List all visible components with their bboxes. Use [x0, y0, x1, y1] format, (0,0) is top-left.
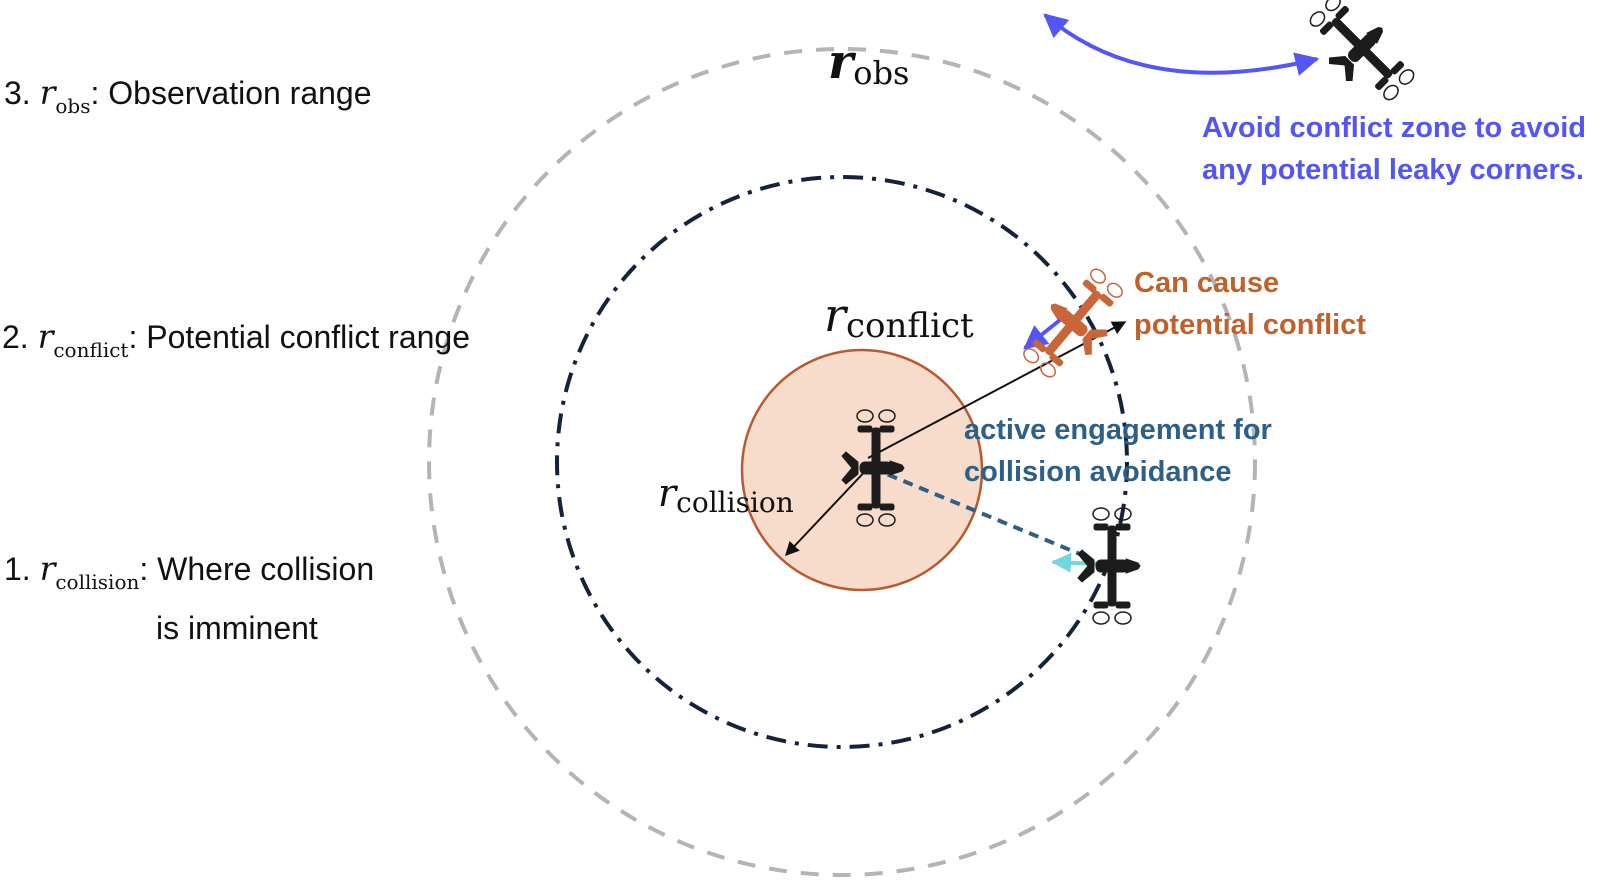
- conflict-drone-heading-arrow: [1023, 318, 1062, 350]
- legend-conflict-range: 2. rconflict: Potential conflict range: [2, 317, 470, 362]
- conflict-range-ring: [555, 175, 1129, 749]
- avoid-conflict-note: Avoid conflict zone to avoid any potenti…: [1202, 112, 1586, 186]
- legend-collision-range-continued: is imminent: [156, 610, 318, 646]
- obs-radius-label: robs: [828, 34, 910, 92]
- observation-range-ring: [427, 47, 1257, 877]
- legend-observation-range: 3. robs: Observation range: [4, 73, 372, 118]
- drone-icon: [1077, 507, 1141, 625]
- conflict-radius-label: rconflict: [824, 288, 974, 346]
- legend-collision-range: 1. rcollision: Where collision: [4, 549, 375, 594]
- collision-radius-label: rcollision: [658, 471, 794, 519]
- avoidance-arc-arrow: [1043, 13, 1320, 76]
- engagement-line: [871, 466, 1093, 561]
- collision-radius-arrow: [785, 464, 872, 557]
- conflict-radius-arrow: [867, 321, 1127, 459]
- drone-icon: [1296, 0, 1424, 114]
- active-engagement-note: active engagement for collision avoidanc…: [964, 414, 1272, 488]
- potential-conflict-note: Can cause potential conflict: [1134, 267, 1366, 341]
